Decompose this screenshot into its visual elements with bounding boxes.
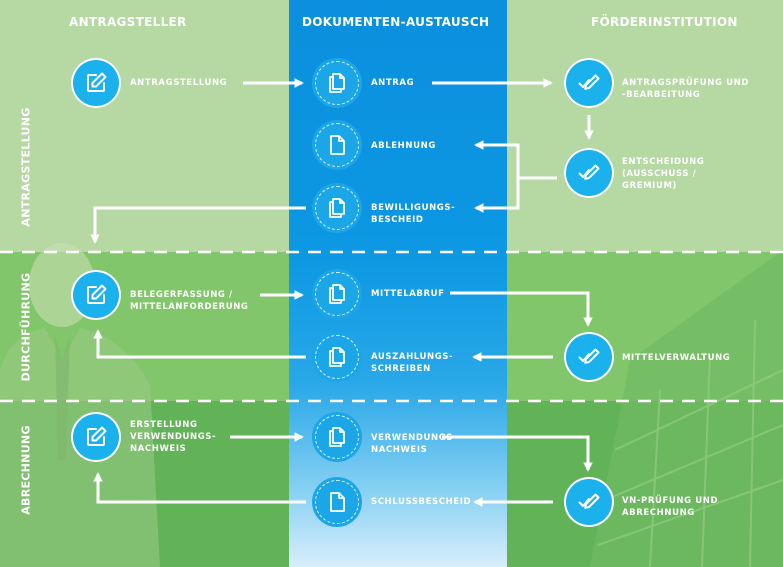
edit-icon <box>87 72 107 92</box>
check-edit-icon <box>578 74 600 90</box>
node-antragstellung <box>71 58 121 108</box>
document-icon <box>330 135 345 155</box>
label-bewilligungsbescheid: BEWILLIGUNGS-BESCHEID <box>371 203 456 225</box>
label-schlussbescheid: SCHLUSSBESCHEID <box>371 497 472 507</box>
documents-icon <box>329 284 345 304</box>
check-edit-icon <box>578 164 600 180</box>
node-bewilligungsbescheid <box>312 183 362 233</box>
label-belegerfassung: BELEGERFASSUNG /MITTELANFORDERUNG <box>130 290 249 312</box>
arrow-auszahlungsschreiben-to-belegerfassung <box>93 329 306 359</box>
node-vnpruefung <box>564 477 614 527</box>
node-mittelabruf <box>312 269 362 319</box>
column-header-institution: FÖRDERINSTITUTION <box>591 15 738 29</box>
node-schlussbescheid <box>312 477 362 527</box>
node-belegerfassung <box>71 270 121 320</box>
label-antrag: ANTRAG <box>371 78 415 88</box>
node-entscheidung <box>564 148 614 198</box>
label-antragspruefung: ANTRAGSPRÜFUNG UND-BEARBEITUNG <box>622 78 750 100</box>
node-mittelverwaltung <box>564 332 614 382</box>
arrow-bewilligungsbescheid-to-applicant <box>90 206 306 244</box>
arrow-verwendungsnachweis-to-vnpruefung <box>442 435 593 472</box>
arrow-mittelabruf-to-mittelverwaltung <box>450 291 593 327</box>
column-header-applicant: ANTRAGSTELLER <box>69 15 187 29</box>
column-header-exchange: DOKUMENTEN-AUSTAUSCH <box>302 15 490 29</box>
arrow-schlussbescheid-to-erstellung <box>93 472 306 504</box>
label-entscheidung: ENTSCHEIDUNG(AUSSCHUSS /GREMIUM) <box>622 157 705 191</box>
edit-icon <box>87 426 107 446</box>
documents-icon <box>329 73 345 93</box>
documents-icon <box>329 198 345 218</box>
node-antragspruefung <box>564 58 614 108</box>
label-mittelverwaltung: MITTELVERWALTUNG <box>622 353 731 363</box>
label-auszahlungsschreiben: AUSZAHLUNGS-SCHREIBEN <box>371 352 454 374</box>
building-photo <box>590 250 783 567</box>
node-verwendungsnachweis <box>312 412 362 462</box>
label-mittelabruf: MITTELABRUF <box>371 289 445 299</box>
documents-icon <box>329 347 345 367</box>
document-icon <box>330 492 345 512</box>
arrow-entscheidung-to-ablehnung <box>474 140 557 180</box>
edit-icon <box>87 284 107 304</box>
node-ablehnung <box>312 120 362 170</box>
label-ablehnung: ABLEHNUNG <box>371 141 436 151</box>
label-verwendungsnachweis: VERWENDUNGS-NACHWEIS <box>371 433 458 455</box>
node-auszahlungsschreiben <box>312 332 362 382</box>
check-edit-icon <box>578 493 600 509</box>
node-erstellung <box>71 412 121 462</box>
documents-icon <box>329 427 345 447</box>
node-antrag <box>312 58 362 108</box>
label-antragstellung: ANTRAGSTELLUNG <box>130 78 228 88</box>
check-edit-icon <box>578 348 600 364</box>
arrow-entscheidung-to-bewilligungsbescheid <box>474 178 520 213</box>
